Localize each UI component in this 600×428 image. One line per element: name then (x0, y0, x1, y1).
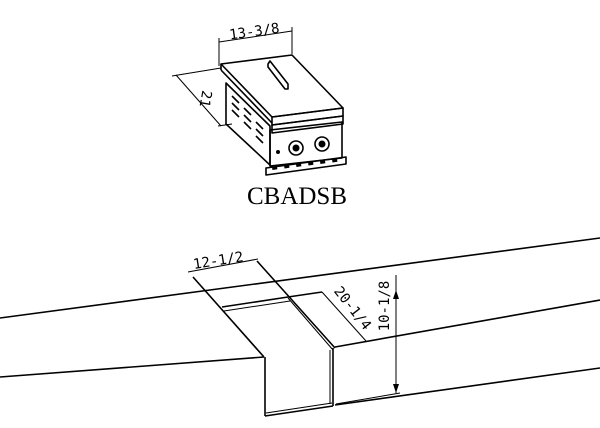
cutout-left-edge (192, 276, 265, 358)
control-knob (314, 136, 330, 152)
cutout-height-label: 10-1/8 (377, 281, 393, 332)
model-label: CBADSB (247, 183, 347, 210)
cutout-floor (264, 405, 334, 417)
cutout-depth-dimension-line (321, 291, 367, 342)
cutout-right-edge (256, 260, 336, 349)
vent-slots (231, 95, 264, 144)
cutout-back-wall (221, 296, 289, 308)
counter-front-edge-left (0, 356, 265, 378)
counter-bottom-edge (334, 367, 600, 406)
counter-front-edge-right (334, 299, 600, 348)
control-knob (288, 140, 304, 156)
base-trim (265, 156, 347, 176)
countertop-cutout: 12-1/2 20-1/4 10-1/8 (0, 237, 600, 417)
base-slots (272, 158, 338, 170)
counter-back-edge (0, 237, 600, 319)
side-panel (225, 82, 271, 166)
depth-dimension-label: 21 (196, 89, 215, 108)
width-dimension-line (218, 30, 293, 43)
lid-handle (267, 60, 289, 90)
depth-dimension-line (175, 74, 222, 127)
igniter-icon (276, 150, 280, 154)
extension-line (171, 67, 222, 77)
cutout-width-label: 12-1/2 (192, 249, 244, 273)
width-dimension-label: 13-3/8 (228, 21, 280, 44)
side-burner-unit: 13-3/8 21 CBAD (171, 21, 347, 210)
cutout-width-dimension-line (187, 258, 259, 273)
